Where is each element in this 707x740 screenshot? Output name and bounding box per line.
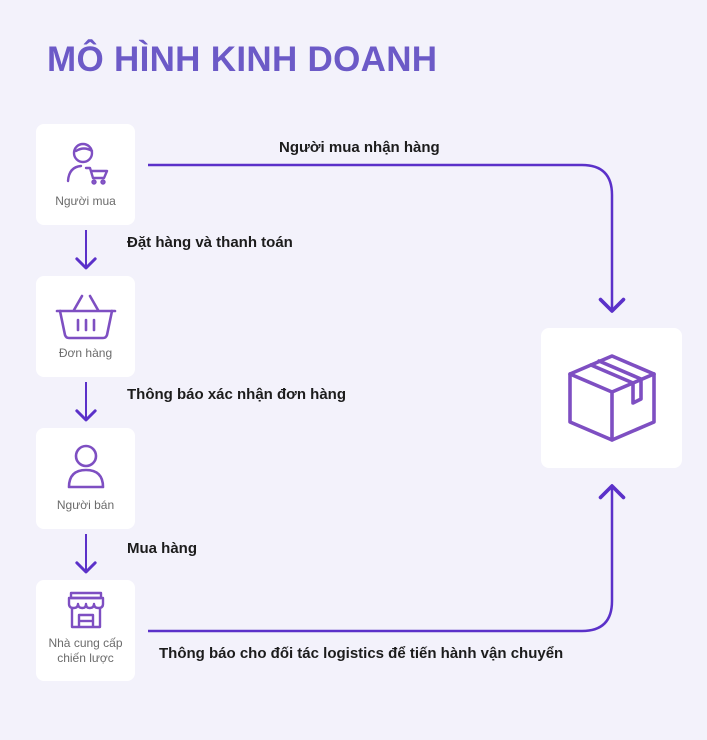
- seller-label: Người bán: [56, 498, 115, 512]
- arrow-buyer-to-package: [148, 163, 626, 313]
- arrow-supplier-to-package: [148, 484, 626, 633]
- edge-label-order-to-seller: Thông báo xác nhận đơn hàng: [127, 386, 346, 403]
- person-icon: [64, 442, 108, 490]
- edge-label-supplier-to-package: Thông báo cho đối tác logistics để tiến …: [159, 645, 564, 662]
- supplier-label-line2: chiến lược: [57, 651, 114, 665]
- edge-label-buyer-to-package: Người mua nhận hàng: [279, 139, 440, 156]
- order-card: Đơn hàng: [36, 276, 135, 377]
- supplier-card: Nhà cung cấp chiến lược: [36, 580, 135, 681]
- buyer-label: Người mua: [55, 194, 116, 208]
- store-icon: [66, 590, 106, 630]
- supplier-label-line1: Nhà cung cấp: [48, 636, 123, 650]
- package-box-icon: [562, 348, 662, 448]
- package-card: [541, 328, 682, 468]
- order-label: Đơn hàng: [58, 346, 113, 360]
- buyer-card: Người mua: [36, 124, 135, 225]
- page-title: MÔ HÌNH KINH DOANH: [47, 40, 438, 79]
- edge-label-seller-to-supplier: Mua hàng: [127, 540, 197, 557]
- seller-card: Người bán: [36, 428, 135, 529]
- edge-label-buyer-to-order: Đặt hàng và thanh toán: [127, 234, 293, 251]
- basket-icon: [54, 292, 118, 340]
- buyer-cart-icon: [62, 138, 110, 186]
